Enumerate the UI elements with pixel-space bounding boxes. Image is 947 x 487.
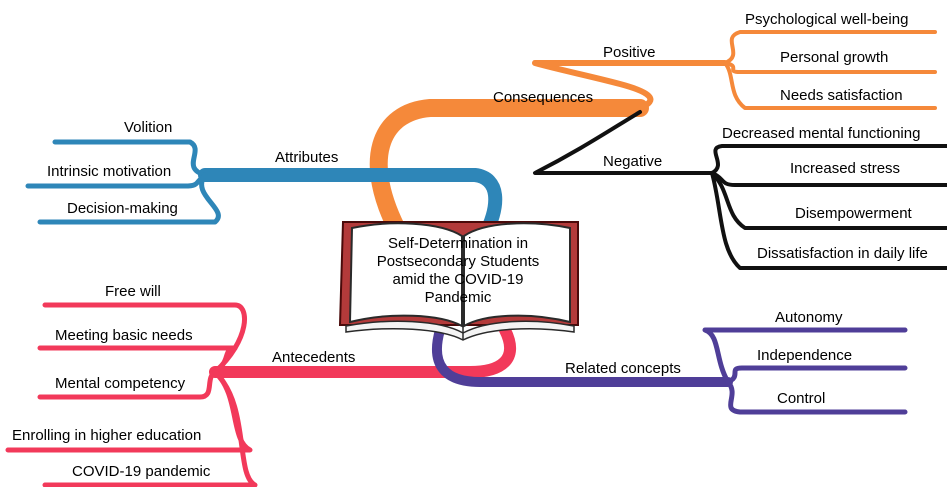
attributes-item-line	[37, 172, 221, 225]
book-page-left	[348, 222, 463, 328]
consequences-negative-branch	[533, 110, 947, 270]
consequences-label: Consequences	[493, 89, 593, 106]
book-page-right	[463, 222, 571, 328]
antecedents-item-line	[37, 369, 218, 400]
antecedents-trunk	[209, 324, 516, 378]
book-icon	[338, 221, 579, 341]
antecedents-item-line	[37, 345, 238, 375]
positive-label: Positive	[603, 44, 656, 61]
positive-item-line	[723, 61, 937, 110]
central-topic: Self-Determination in Postsecondary Stud…	[377, 235, 540, 306]
negative-item: Dissatisfaction in daily life	[757, 245, 928, 262]
attributes-label: Attributes	[275, 149, 338, 166]
antecedents-item: Free will	[105, 283, 161, 300]
antecedents-item: COVID-19 pandemic	[72, 463, 211, 480]
related-item-line	[725, 365, 908, 385]
negative-item-line	[710, 144, 947, 175]
negative-connector	[533, 110, 714, 175]
antecedents-item: Meeting basic needs	[55, 327, 193, 344]
related-item-line	[725, 379, 908, 415]
positive-item: Needs satisfaction	[780, 87, 903, 104]
antecedents-branch	[5, 302, 516, 487]
related-branch	[431, 325, 908, 415]
related-item: Autonomy	[775, 309, 843, 326]
central-topic-line: Pandemic	[425, 289, 492, 306]
negative-item: Decreased mental functioning	[722, 125, 920, 142]
antecedents-label: Antecedents	[272, 349, 355, 366]
consequences-trunk	[369, 99, 649, 244]
negative-item: Disempowerment	[795, 205, 913, 222]
attributes-item: Decision-making	[67, 200, 178, 217]
positive-connector	[532, 60, 728, 111]
attributes-item: Intrinsic motivation	[47, 163, 171, 180]
central-topic-line: amid the COVID-19	[393, 271, 524, 288]
antecedents-item: Enrolling in higher education	[12, 427, 201, 444]
negative-label: Negative	[603, 153, 662, 170]
book-page-edges	[345, 320, 575, 341]
related-item-line	[702, 327, 908, 385]
consequences-positive-branch	[369, 30, 937, 244]
attributes-item: Volition	[124, 119, 172, 136]
positive-item: Psychological well-being	[745, 11, 908, 28]
negative-item-line	[710, 171, 947, 270]
attributes-item-line	[52, 139, 208, 178]
central-topic-line: Postsecondary Students	[377, 253, 540, 270]
negative-item: Increased stress	[790, 160, 900, 177]
positive-item-line	[723, 61, 937, 74]
related-trunk	[431, 325, 733, 387]
antecedents-item-line	[42, 369, 258, 487]
negative-item-line	[710, 171, 947, 230]
positive-item-line	[723, 30, 937, 65]
related-item: Control	[777, 390, 825, 407]
antecedents-item: Mental competency	[55, 375, 186, 392]
positive-item: Personal growth	[780, 49, 888, 66]
related-concepts-label: Related concepts	[565, 360, 681, 377]
central-topic-line: Self-Determination in	[388, 235, 528, 252]
related-item: Independence	[757, 347, 852, 364]
